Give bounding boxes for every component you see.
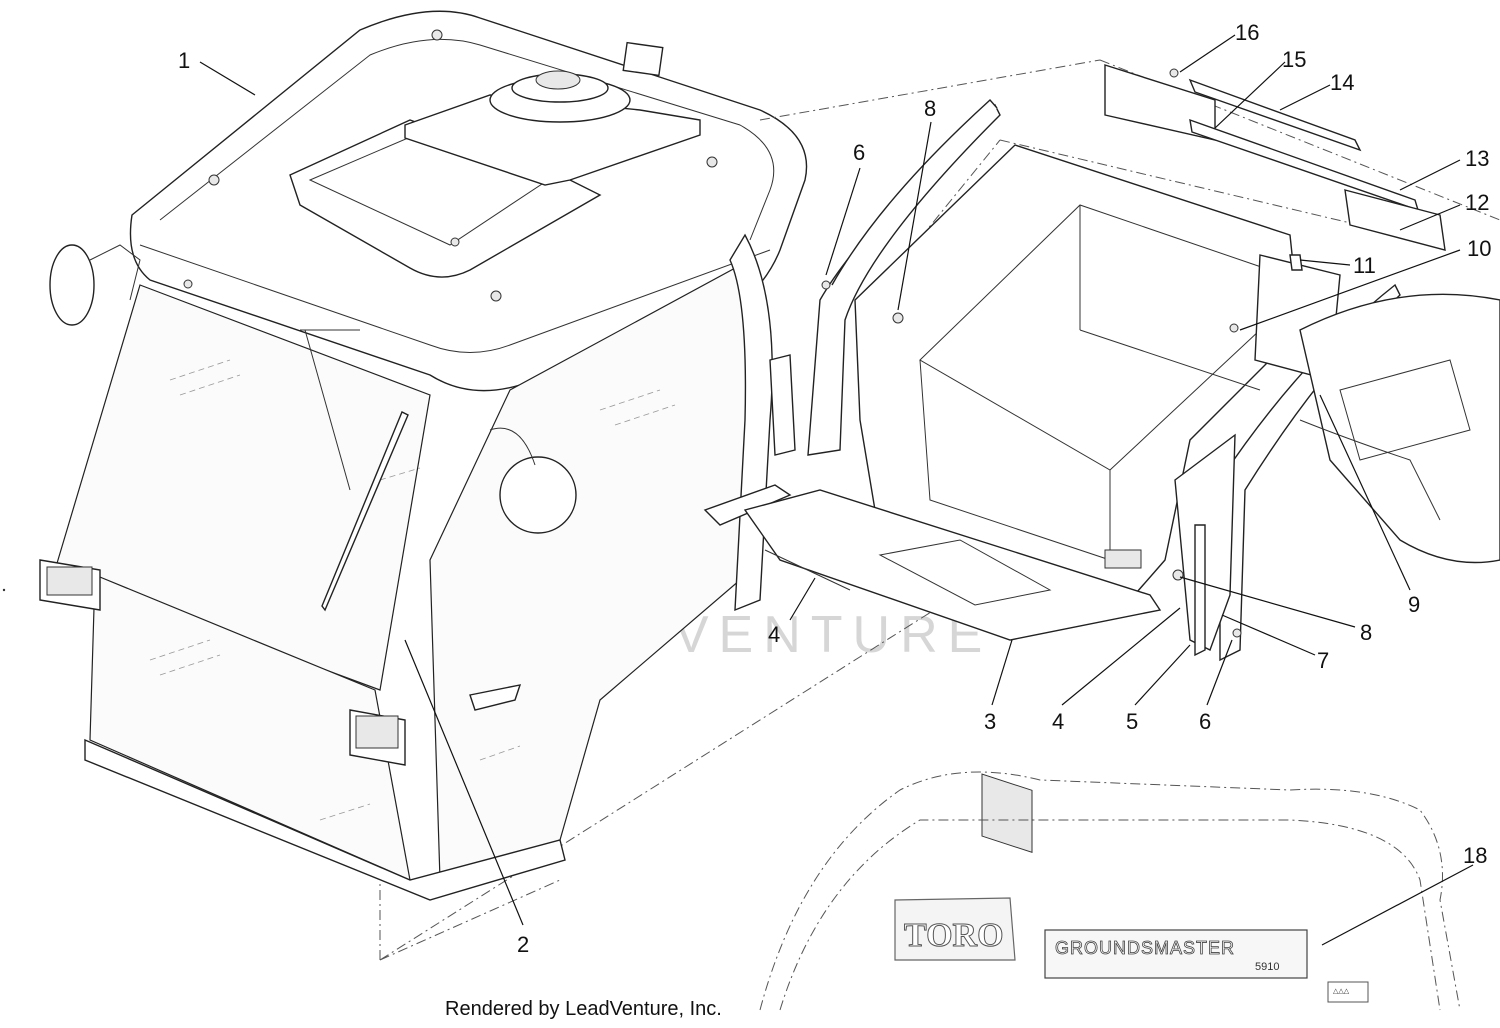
groundsmaster-decal: GROUNDSMASTER 5910 xyxy=(1044,929,1308,979)
callout-11: 11 xyxy=(1353,253,1376,278)
hood-decal-panel: TORO GROUNDSMASTER 5910 △△△ xyxy=(759,771,1461,1011)
right-mirror xyxy=(489,427,577,534)
headlights xyxy=(39,559,406,766)
toro-logo: TORO xyxy=(894,897,1016,961)
callout-4: 4 xyxy=(1052,709,1064,734)
front-windshield xyxy=(54,284,431,691)
platform-assembly xyxy=(743,59,1500,853)
callout-1: 1 xyxy=(178,48,190,73)
callout-15: 15 xyxy=(1282,47,1306,72)
leader-lines xyxy=(199,34,1474,946)
callout-8: 8 xyxy=(1360,620,1372,645)
callout-6: 6 xyxy=(853,140,865,165)
callout-10: 10 xyxy=(1467,236,1491,261)
warning-decal xyxy=(1327,981,1369,1003)
stray-dot xyxy=(2,588,6,592)
cab-assembly xyxy=(39,10,951,961)
callout-13: 13 xyxy=(1465,146,1489,171)
callout-16: 16 xyxy=(1235,20,1259,45)
step-plate xyxy=(743,489,1162,641)
callout-12: 12 xyxy=(1465,190,1489,215)
callout-2: 2 xyxy=(517,932,529,957)
callout-7: 7 xyxy=(1317,648,1329,673)
callout-6: 6 xyxy=(1199,709,1211,734)
floor-tub xyxy=(854,144,1301,631)
callout-18: 18 xyxy=(1463,843,1487,868)
callout-9: 9 xyxy=(1408,592,1420,617)
warning-triangles-icon: △△△ xyxy=(1333,987,1350,995)
left-mirror xyxy=(49,244,141,326)
callout-5: 5 xyxy=(1126,709,1138,734)
callout-4: 4 xyxy=(768,622,780,647)
model-name: GROUNDSMASTER xyxy=(1055,938,1235,958)
callout-8: 8 xyxy=(924,96,936,121)
model-number: 5910 xyxy=(1255,961,1279,973)
toro-logo-text: TORO xyxy=(904,917,1004,954)
callout-14: 14 xyxy=(1330,70,1354,95)
roof-bolts xyxy=(183,29,718,302)
callout-labels: 1 2 3 4 4 5 6 6 7 8 8 9 10 11 12 13 14 1… xyxy=(178,20,1491,957)
callout-3: 3 xyxy=(984,709,996,734)
credit-text: Rendered by LeadVenture, Inc. xyxy=(445,998,722,1020)
platform-bolts xyxy=(821,68,1242,638)
